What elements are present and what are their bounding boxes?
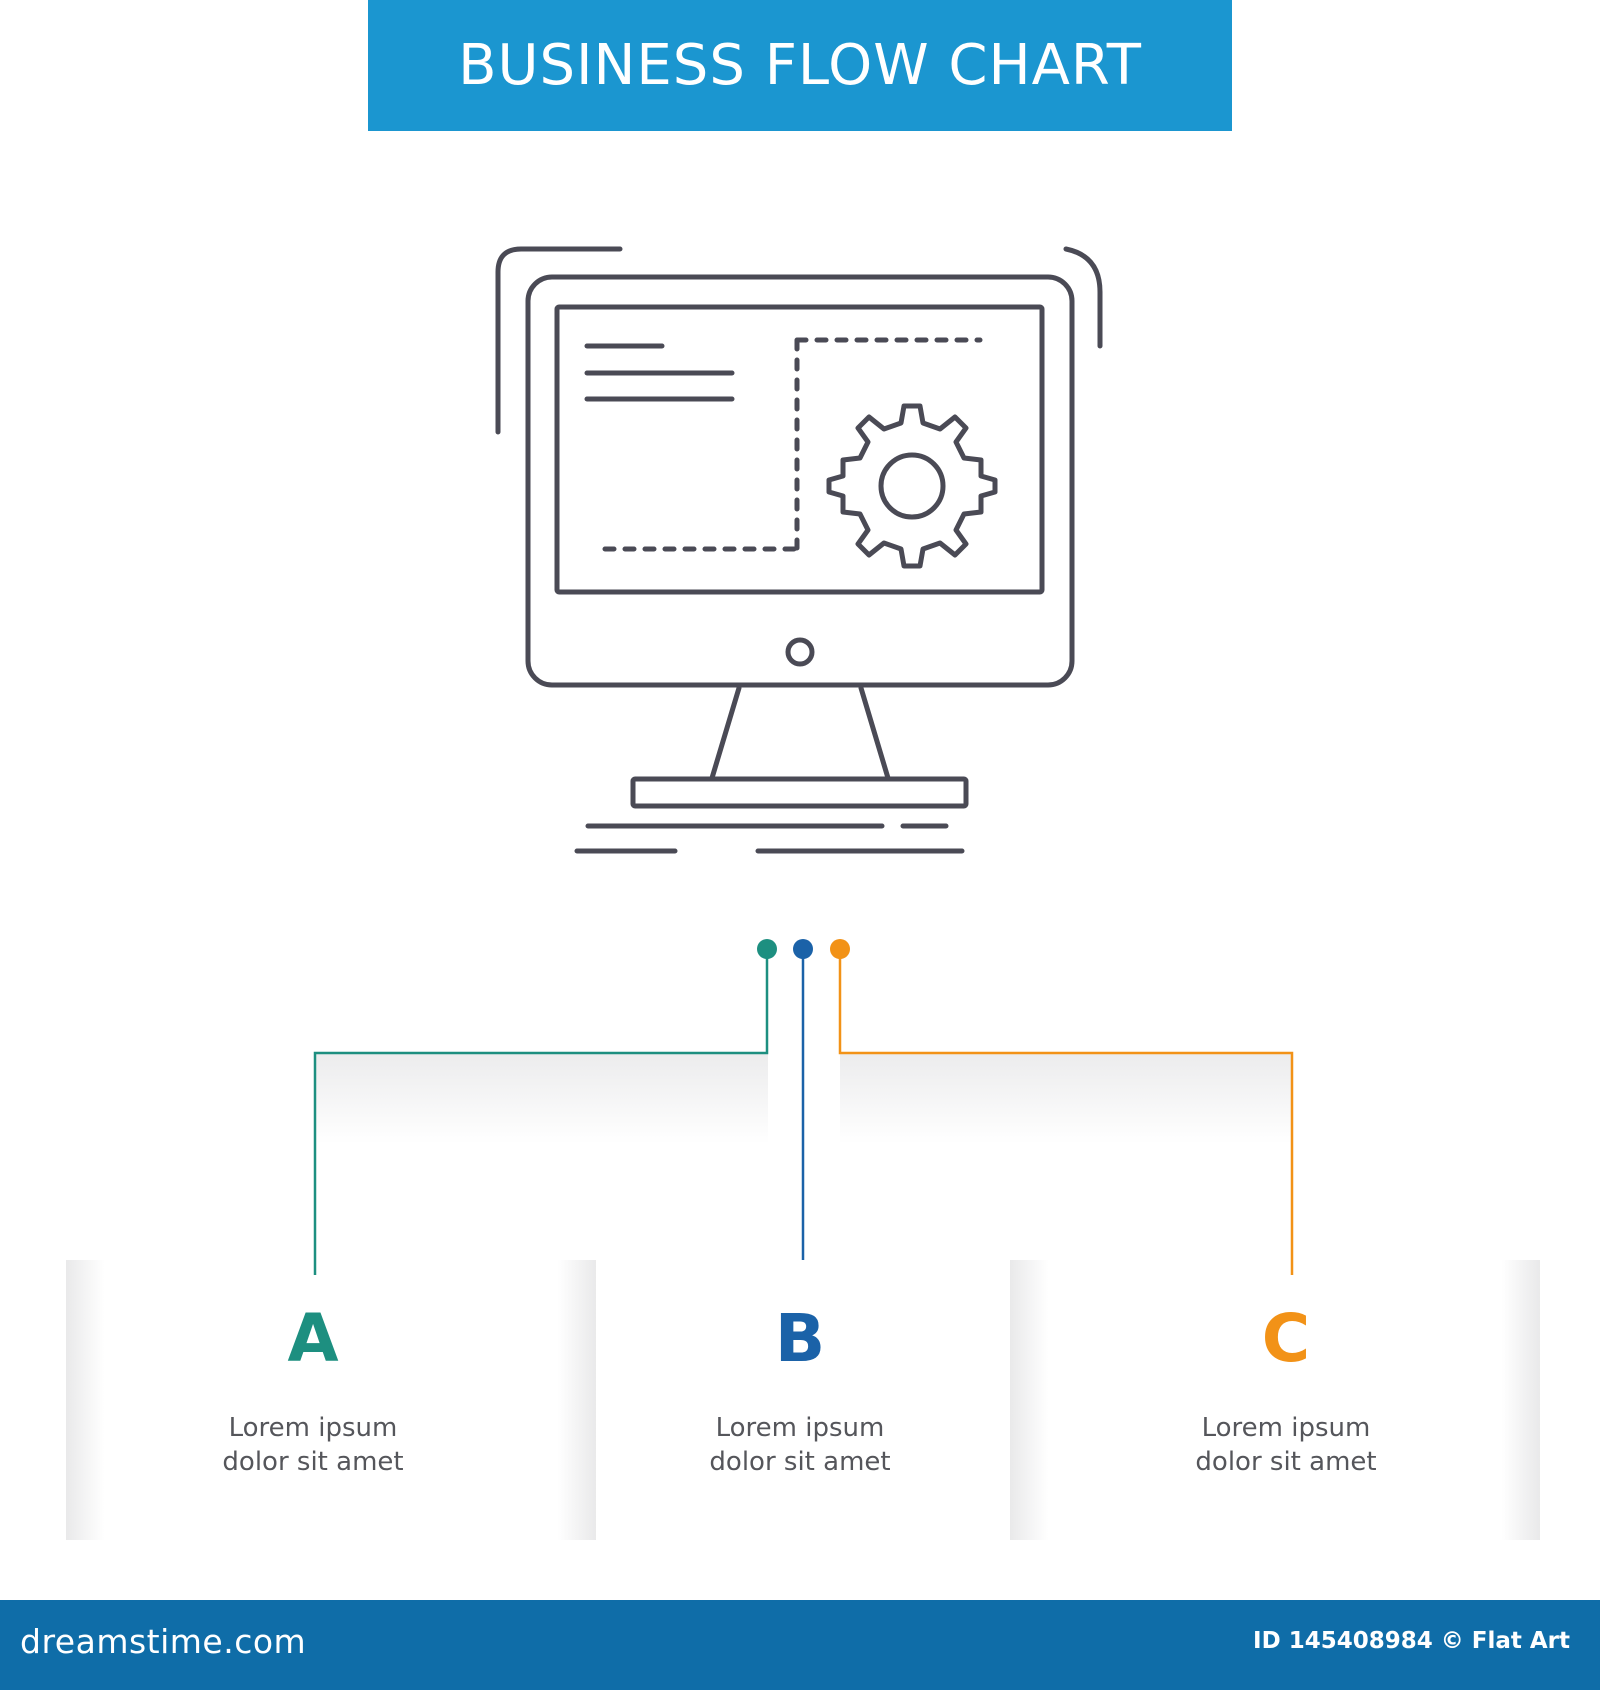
connector-shadow-c [840,1054,1292,1144]
monitor-settings-icon [495,246,1103,854]
flow-diagram [66,246,1540,1540]
connector-shadow-a [316,1054,768,1144]
footer-brand: dreamstime.com [20,1622,307,1661]
box-a-letter: A [287,1300,339,1377]
gear-icon [826,403,998,569]
footer-credit: ID 145408984 © Flat Art [1253,1628,1570,1654]
box-a-left-shadow [66,1260,176,1540]
box-c-text: Lorem ipsum dolor sit amet [1086,1411,1486,1479]
title-banner: BUSINESS FLOW CHART [368,0,1232,131]
box-b-letter: B [774,1300,826,1377]
connector-line-c [838,949,1294,1275]
box-c-left-shadow [1010,1260,1120,1540]
box-b-line2: dolor sit amet [709,1447,891,1477]
box-a-line2: dolor sit amet [222,1447,404,1477]
box-b-text: Lorem ipsum dolor sit amet [600,1411,1000,1479]
box-a-text: Lorem ipsum dolor sit amet [113,1411,513,1479]
box-c-line1: Lorem ipsum [1201,1413,1371,1443]
footer-bar: dreamstime.com ID 145408984 © Flat Art [0,1600,1600,1690]
box-b-line1: Lorem ipsum [715,1413,885,1443]
box-a-right-shadow [486,1260,596,1540]
box-c-line2: dolor sit amet [1195,1447,1377,1477]
page-title: BUSINESS FLOW CHART [458,33,1142,98]
box-c-letter: C [1261,1300,1311,1377]
box-a-line1: Lorem ipsum [228,1413,398,1443]
box-c-right-shadow [1430,1260,1540,1540]
connector-line-a [313,949,769,1275]
